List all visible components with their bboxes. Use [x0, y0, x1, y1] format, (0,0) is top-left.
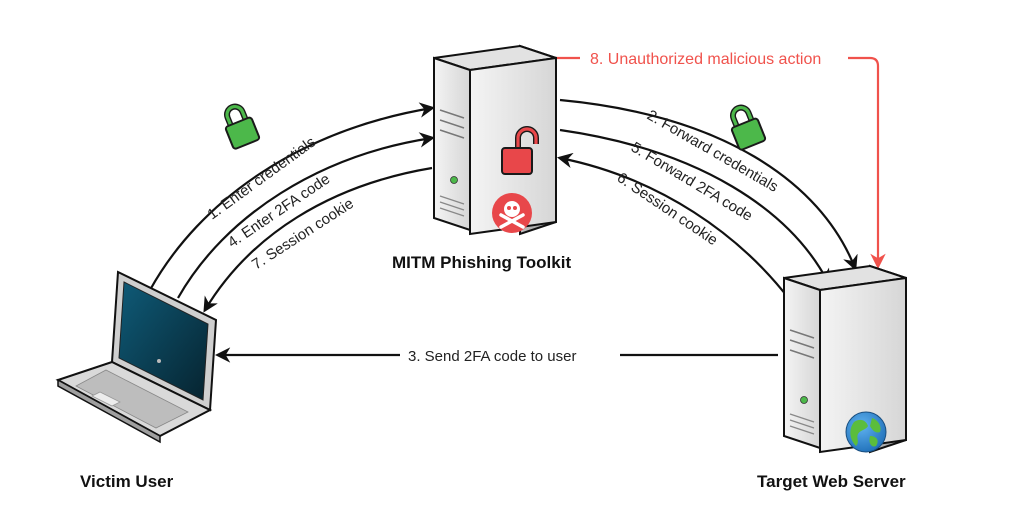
skull-crossbones-icon — [492, 193, 532, 233]
edge-forward-2fa-arrow — [559, 128, 830, 285]
edge-session-cookie-victim-arrow — [203, 166, 433, 313]
toolkit-label: MITM Phishing Toolkit — [392, 253, 571, 272]
red-unlocked-lock-icon — [501, 126, 539, 175]
send-2fa-label-bg — [400, 344, 620, 366]
label-enter-credentials: 1. Enter credentials — [204, 134, 319, 224]
label-session-cookie-victim: 7. Session cookie — [249, 195, 357, 273]
edge-session-cookie-server-arrow — [556, 152, 791, 301]
target-server-icon — [783, 264, 907, 454]
victim-label: Victim User — [80, 472, 174, 491]
edge-enter-credentials-arrow — [149, 102, 436, 291]
edge-malicious-action-arrow — [556, 56, 886, 270]
laptop-icon — [55, 270, 218, 444]
label-send-2fa: 3. Send 2FA code to user — [408, 348, 576, 365]
label-forward-credentials: 2. Forward credentials — [644, 107, 781, 196]
green-lock-icon — [224, 103, 261, 150]
edge-forward-credentials-arrow — [559, 98, 858, 271]
green-lock-icon — [730, 104, 767, 151]
edge-enter-2fa-arrow — [177, 132, 436, 299]
server-label: Target Web Server — [757, 472, 906, 491]
label-malicious-action: 8. Unauthorized malicious action — [590, 51, 821, 68]
malicious-label-bg — [580, 46, 848, 70]
globe-icon — [845, 411, 887, 453]
